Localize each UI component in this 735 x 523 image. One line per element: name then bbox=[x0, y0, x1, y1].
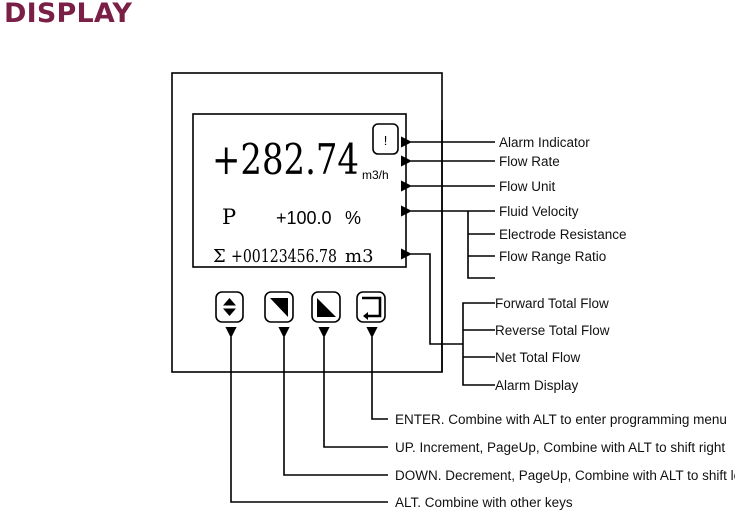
percent-value: +100.0 bbox=[276, 208, 332, 228]
label-reverse-total-flow: Reverse Total Flow bbox=[495, 323, 610, 338]
label-flow-unit: Flow Unit bbox=[499, 179, 556, 194]
arrow-alt bbox=[225, 326, 388, 503]
enter-button[interactable] bbox=[356, 291, 386, 323]
label-alt-key: ALT. Combine with other keys bbox=[395, 495, 573, 510]
alt-button[interactable] bbox=[215, 291, 244, 323]
mode-letter: P bbox=[222, 205, 236, 229]
flow-rate-value: +282.74 bbox=[212, 135, 359, 184]
up-triangle-icon bbox=[317, 298, 336, 317]
down-triangle-icon bbox=[270, 298, 288, 317]
up-button[interactable] bbox=[311, 291, 341, 323]
up-down-triangles-icon bbox=[223, 298, 236, 316]
total-value: +00123456.78 bbox=[231, 246, 337, 267]
label-fluid-velocity: Fluid Velocity bbox=[499, 204, 579, 219]
label-flow-rate: Flow Rate bbox=[499, 154, 560, 169]
arrow-total bbox=[400, 248, 495, 386]
label-enter-key: ENTER. Combine with ALT to enter program… bbox=[395, 412, 727, 427]
page-title: DISPLAY bbox=[4, 0, 133, 29]
label-alarm-display: Alarm Display bbox=[495, 378, 579, 393]
label-forward-total-flow: Forward Total Flow bbox=[495, 296, 609, 311]
label-down-key: DOWN. Decrement, PageUp, Combine with AL… bbox=[395, 468, 735, 483]
enter-return-icon bbox=[362, 296, 382, 320]
label-electrode-resistance: Electrode Resistance bbox=[499, 227, 627, 242]
flow-unit: m3/h bbox=[362, 168, 389, 182]
arrow-enter bbox=[366, 326, 388, 420]
total-unit: m3 bbox=[345, 246, 374, 267]
label-flow-range-ratio: Flow Range Ratio bbox=[499, 249, 606, 264]
label-up-key: UP. Increment, PageUp, Combine with ALT … bbox=[395, 440, 725, 455]
arrow-up bbox=[318, 326, 388, 448]
percent-unit: % bbox=[345, 208, 361, 228]
alarm-indicator-box bbox=[372, 123, 399, 155]
label-net-total-flow: Net Total Flow bbox=[495, 350, 581, 365]
arrow-line3 bbox=[400, 205, 495, 279]
sigma-symbol: Σ bbox=[213, 246, 226, 267]
alarm-symbol: ! bbox=[384, 133, 388, 148]
label-alarm-indicator: Alarm Indicator bbox=[499, 135, 590, 150]
down-button[interactable] bbox=[264, 291, 294, 323]
arrow-down bbox=[278, 326, 388, 476]
